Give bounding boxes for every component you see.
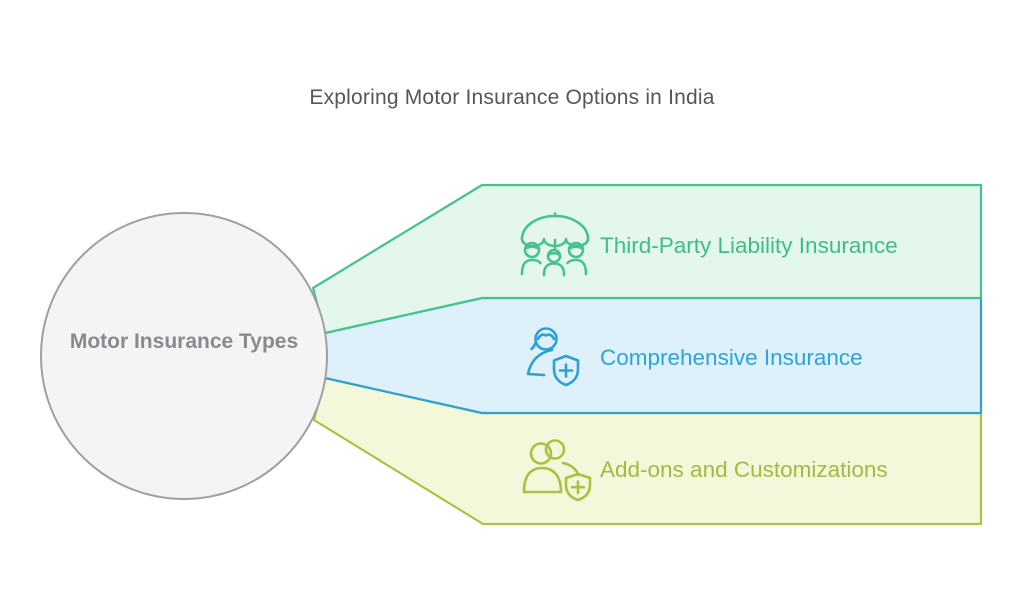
center-node-label: Motor Insurance Types <box>69 330 299 353</box>
center-node-circle <box>40 212 328 500</box>
branch-label-thirdparty: Third-Party Liability Insurance <box>600 233 898 258</box>
diagram-title: Exploring Motor Insurance Options in Ind… <box>309 86 715 109</box>
person-with-shield-plus-icon <box>522 323 592 393</box>
branch-label-addons: Add-ons and Customizations <box>600 457 888 482</box>
group-with-shield-plus-icon <box>522 437 592 505</box>
family-under-umbrella-icon <box>520 212 590 280</box>
branch-label-comprehensive: Comprehensive Insurance <box>600 345 863 370</box>
